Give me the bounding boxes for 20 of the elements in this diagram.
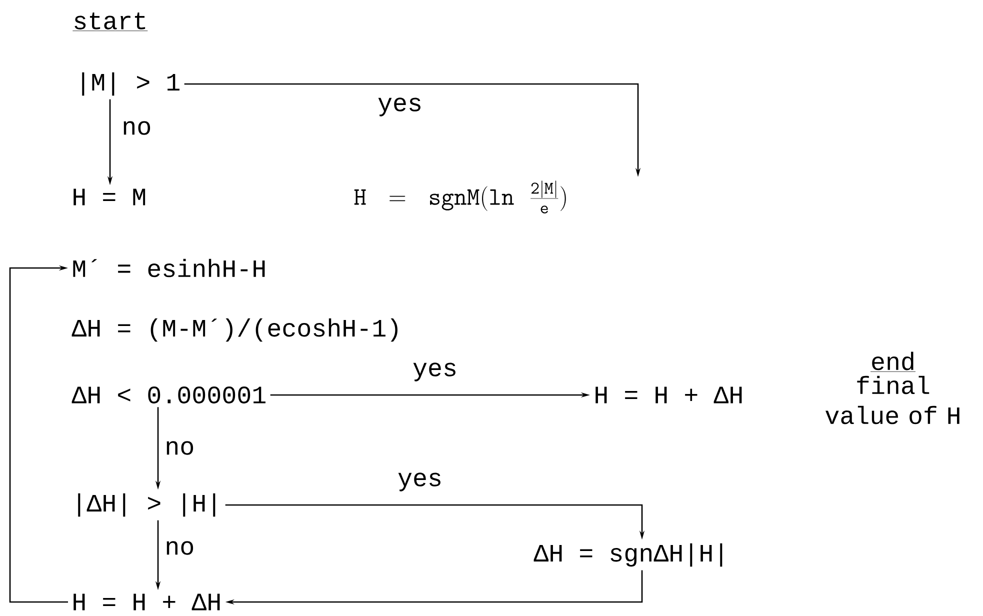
equation-text: H = H + ΔH <box>596 386 742 404</box>
edge-label: no <box>166 441 194 455</box>
equation-text: ΔH < 0.000001 <box>72 386 266 404</box>
edge-label: yes <box>398 472 440 492</box>
equation-text: H = H + ΔH <box>74 594 220 610</box>
result-note: final value of H <box>826 376 960 424</box>
equation-text: ΔH = (M-M´)/(ecoshH-1) <box>72 318 398 342</box>
edge-label: no <box>166 541 194 555</box>
end-label: end <box>870 352 916 372</box>
equation-text: ΔH = sgnΔH|H| <box>534 543 722 567</box>
equation-text: M´ = esinhH-H <box>73 258 265 278</box>
equation-text: |ΔH| > |H| <box>78 493 216 517</box>
equation-text: |M| > 1 <box>82 72 180 96</box>
edge-label: yes <box>413 362 456 382</box>
arrow <box>9 265 68 603</box>
edge-label: no <box>124 121 150 135</box>
start-label: start <box>72 12 148 32</box>
edge-label: yes <box>378 98 420 116</box>
formula-text: $\mathtt{H}\ =\ \mathtt{sgnM(ln}\ \frac{\mathtt{2|M|}}{\mathtt{e}}\mathtt{)}$ <box>354 180 566 214</box>
equation-text: H = M <box>74 188 146 206</box>
